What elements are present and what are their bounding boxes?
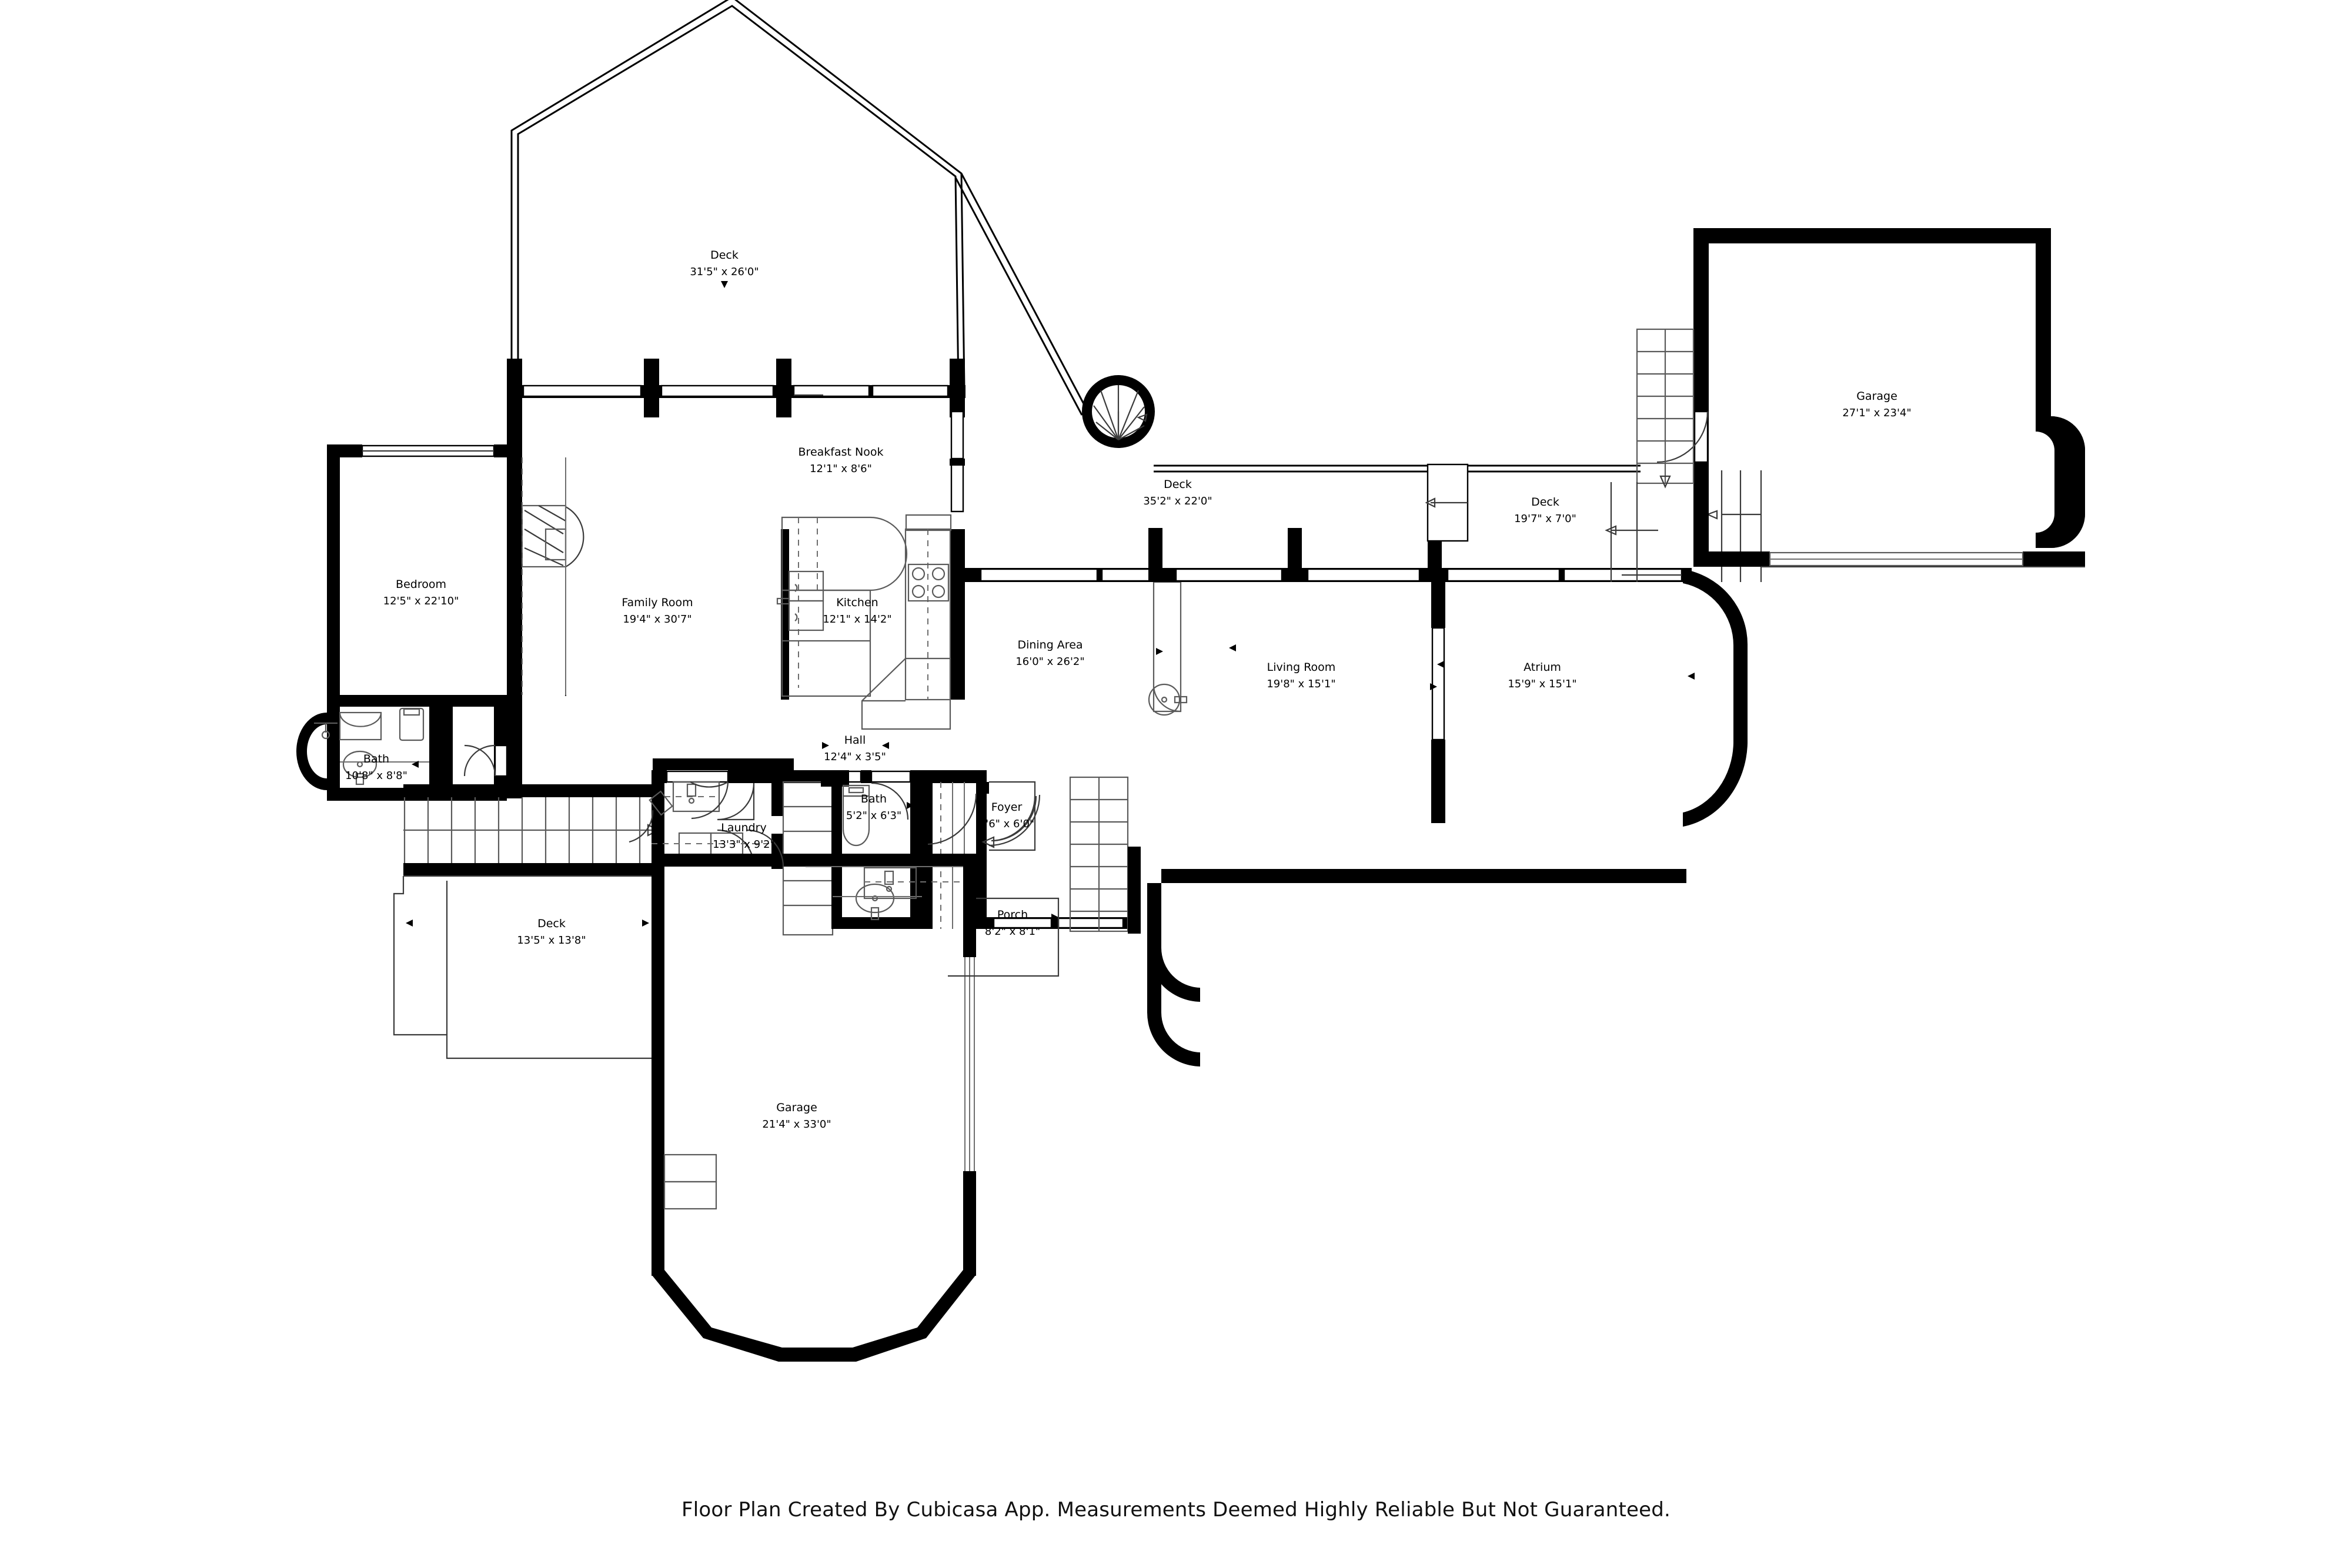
room-name: Deck [710, 249, 739, 262]
room-name: Deck [1164, 478, 1192, 491]
room-dimensions: 8'2" x 8'1" [985, 925, 1040, 938]
room-dimensions: 21'4" x 33'0" [762, 1118, 831, 1131]
room-dimensions: 5'2" x 6'3" [846, 810, 901, 822]
room-name: Dining Area [1017, 638, 1083, 651]
footer-disclaimer: Floor Plan Created By Cubicasa App. Meas… [681, 1498, 1671, 1522]
room-name: Family Room [622, 596, 693, 609]
room-dimensions: 13'5" x 13'8" [517, 934, 586, 947]
room-name: Bath [861, 793, 887, 805]
room-name: Bath [363, 753, 389, 765]
room-name: Garage [776, 1101, 817, 1114]
room-label-bedroom: Bedroom 12'5" x 22'10" [383, 578, 459, 607]
garage-lower-walls [652, 854, 976, 1362]
family-room-walls [507, 529, 965, 770]
room-name: Living Room [1267, 661, 1336, 674]
room-dimensions: 16'0" x 26'2" [1015, 656, 1084, 668]
stair-left-run [403, 784, 662, 876]
room-label-bath-center: Bath 5'2" x 6'3" [846, 793, 901, 822]
room-name: Kitchen [836, 596, 878, 609]
room-name: Foyer [991, 801, 1023, 814]
spiral-staircase [1082, 375, 1155, 448]
room-label-bath-left: Bath 10'8" x 8'8" [345, 753, 407, 782]
garage-upper-walls [1605, 228, 2085, 582]
room-dimensions: 19'8" x 15'1" [1267, 678, 1335, 690]
room-name: Garage [1856, 390, 1897, 403]
room-dimensions: 12'1" x 14'2" [823, 613, 891, 626]
room-label-dining-area: Dining Area 16'0" x 26'2" [1015, 638, 1084, 668]
living-atrium-walls [1147, 569, 1748, 1066]
room-label-deck-side-right: Deck 19'7" x 7'0" [1514, 496, 1576, 525]
room-dimensions: 27'1" x 23'4" [1842, 407, 1911, 419]
room-labels: Deck 31'5" x 26'0" Breakfast Nook 12'1" … [345, 249, 1912, 1131]
room-name: Porch [997, 908, 1028, 921]
room-label-atrium: Atrium 15'9" x 15'1" [1508, 661, 1576, 690]
room-dimensions: 19'4" x 30'7" [623, 613, 691, 626]
deck-lower-left-outline [393, 875, 652, 1059]
deck-upper-outline [510, 0, 1089, 447]
bedroom-walls [327, 417, 522, 798]
room-name: Laundry [721, 821, 766, 834]
kitchen-fixtures [776, 514, 952, 730]
door-arcs [746, 793, 977, 867]
porch-outline [948, 897, 1060, 977]
room-label-breakfast-nook: Breakfast Nook 12'1" x 8'6" [799, 446, 884, 475]
room-label-foyer: Foyer 8'6" x 6'0" [979, 801, 1034, 830]
room-label-deck-upper: Deck 31'5" x 26'0" [690, 249, 759, 278]
room-dimensions: 13'3" x 9'2" [713, 838, 775, 851]
family-room-top-wall [507, 359, 965, 417]
dining-area-walls [965, 568, 1218, 716]
room-dimensions: 15'9" x 15'1" [1508, 678, 1576, 690]
room-dimensions: 19'7" x 7'0" [1514, 513, 1576, 525]
room-label-laundry: Laundry 13'3" x 9'2" [713, 821, 775, 851]
room-label-porch: Porch 8'2" x 8'1" [985, 908, 1040, 938]
room-label-living-room: Living Room 19'8" x 15'1" [1267, 661, 1335, 690]
deck-rear-rails [1148, 463, 1762, 582]
room-name: Deck [537, 917, 566, 930]
room-name: Deck [1531, 496, 1559, 509]
family-room-left-door [521, 457, 584, 696]
room-name: Bedroom [396, 578, 446, 591]
room-label-hall: Hall 12'4" x 3'5" [824, 734, 886, 763]
breakfast-nook-windows [950, 410, 965, 513]
room-label-kitchen: Kitchen 12'1" x 14'2" [823, 596, 891, 626]
bath-left-walls [296, 707, 503, 801]
room-dimensions: 12'5" x 22'10" [383, 595, 459, 607]
dimension-ticks [332, 281, 1695, 927]
room-dimensions: 31'5" x 26'0" [690, 266, 759, 278]
room-label-family-room: Family Room 19'4" x 30'7" [622, 596, 693, 626]
room-name: Breakfast Nook [799, 446, 884, 459]
room-name: Hall [844, 734, 866, 747]
room-name: Atrium [1524, 661, 1561, 674]
closet-left [441, 695, 508, 801]
room-dimensions: 12'1" x 8'6" [810, 463, 872, 475]
room-dimensions: 8'6" x 6'0" [979, 818, 1034, 830]
room-dimensions: 35'2" x 22'0" [1143, 495, 1212, 507]
room-label-deck-main-rear: Deck 35'2" x 22'0" [1143, 478, 1212, 507]
room-label-garage-upper: Garage 27'1" x 23'4" [1842, 390, 1911, 419]
room-dimensions: 10'8" x 8'8" [345, 770, 407, 782]
room-label-deck-lower-left: Deck 13'5" x 13'8" [517, 917, 586, 947]
room-label-garage-lower: Garage 21'4" x 33'0" [762, 1101, 831, 1131]
room-dimensions: 12'4" x 3'5" [824, 751, 886, 763]
